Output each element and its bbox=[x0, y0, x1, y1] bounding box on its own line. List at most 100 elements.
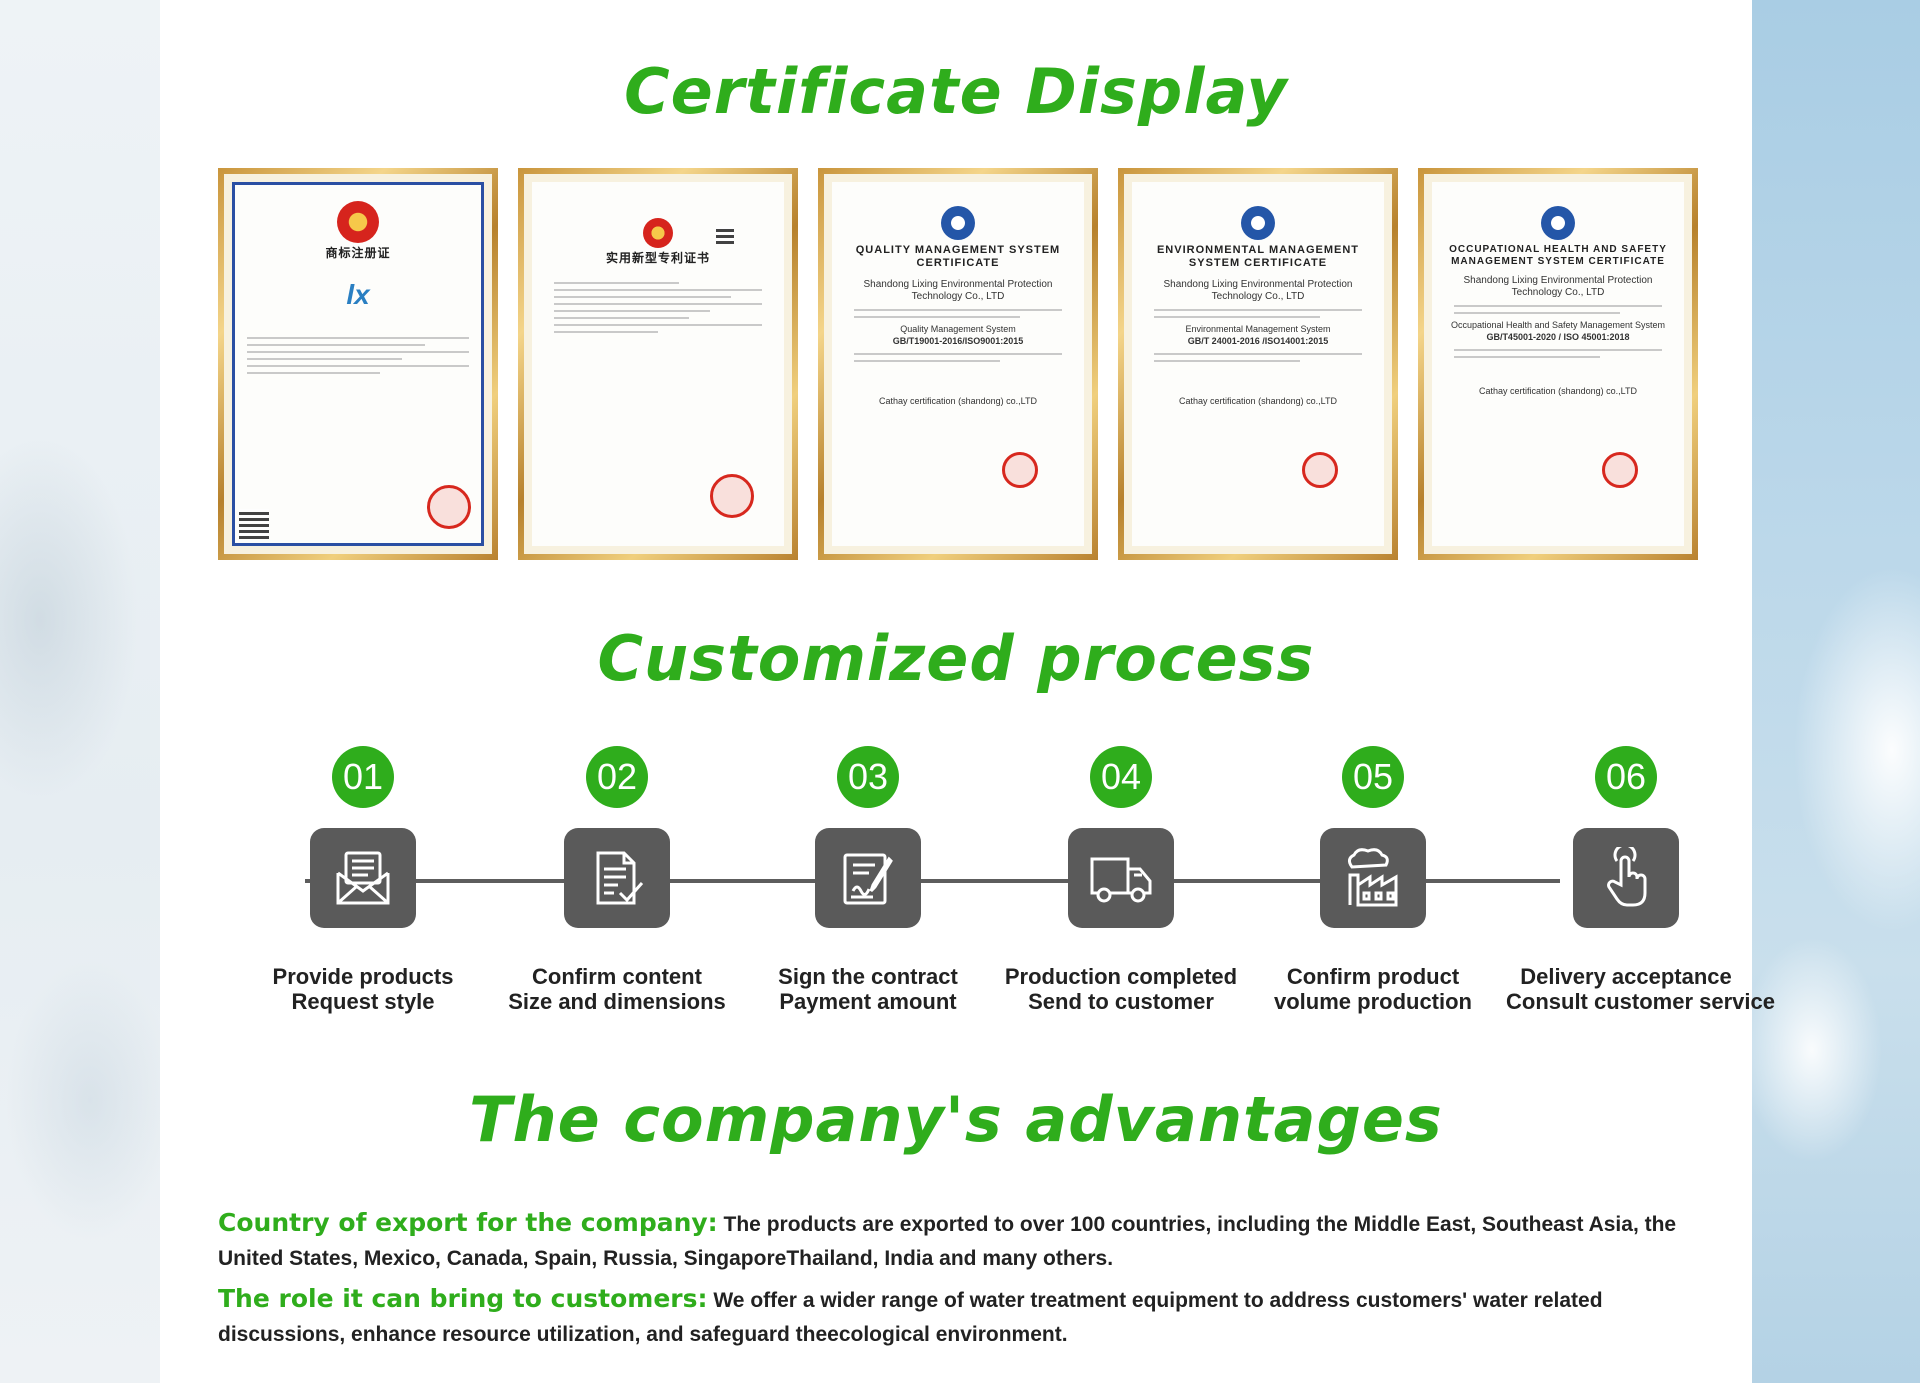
step-number: 03 bbox=[837, 746, 899, 808]
certificate-mat: ENVIRONMENTAL MANAGEMENT SYSTEM CERTIFIC… bbox=[1124, 174, 1392, 554]
certificate-text-lines bbox=[854, 309, 1062, 319]
right-background bbox=[1752, 0, 1920, 1383]
certificate-title: 商标注册证 bbox=[325, 246, 391, 260]
content-panel: Certificate Display 商标注册证 lx bbox=[160, 0, 1775, 1383]
certificate-gallery: 商标注册证 lx 实用新型专利证书 bbox=[218, 168, 1698, 560]
certificate-issuer: Cathay certification (shandong) co.,LTD bbox=[879, 395, 1037, 406]
company-logo: lx bbox=[346, 278, 370, 310]
certificate-trademark[interactable]: 商标注册证 lx bbox=[218, 168, 498, 560]
certificate-standard: GB/T19001-2016/ISO9001:2015 bbox=[892, 336, 1024, 347]
step-label: Provide products Request style bbox=[243, 964, 483, 1014]
step-label-line1: Provide products bbox=[272, 964, 454, 989]
certificate-text-lines bbox=[1154, 309, 1362, 319]
step-number: 01 bbox=[332, 746, 394, 808]
left-background bbox=[0, 0, 160, 1383]
advantage-key: Country of export for the company: bbox=[218, 1208, 718, 1237]
step-label: Sign the contract Payment amount bbox=[748, 964, 988, 1014]
certificate-paper: ENVIRONMENTAL MANAGEMENT SYSTEM CERTIFIC… bbox=[1132, 182, 1384, 546]
process-step-6: 06 Delivery acceptance Consult customer … bbox=[1506, 746, 1775, 1014]
delivery-truck-icon bbox=[1068, 828, 1174, 928]
process-step-1: 01 Provide products Request style bbox=[243, 746, 483, 1014]
step-label: Production completed Send to customer bbox=[1001, 964, 1241, 1014]
step-label-line1: Confirm content bbox=[532, 964, 702, 989]
certificate-text-lines bbox=[1454, 305, 1662, 314]
official-seal-icon bbox=[1302, 452, 1338, 488]
certificate-paper: 实用新型专利证书 bbox=[532, 182, 784, 546]
contract-sign-icon bbox=[815, 828, 921, 928]
certificate-paper: QUALITY MANAGEMENT SYSTEM CERTIFICATE Sh… bbox=[832, 182, 1084, 546]
step-label-line1: Delivery acceptance bbox=[1520, 964, 1732, 989]
advantage-export: Country of export for the company: The p… bbox=[218, 1206, 1698, 1276]
hand-touch-icon bbox=[1573, 828, 1679, 928]
certificate-mat: QUALITY MANAGEMENT SYSTEM CERTIFICATE Sh… bbox=[824, 174, 1092, 554]
factory-icon bbox=[1320, 828, 1426, 928]
certificate-mat: 实用新型专利证书 bbox=[524, 174, 792, 554]
certificate-standard: GB/T45001-2020 / ISO 45001:2018 bbox=[1486, 331, 1630, 342]
certificate-title: OCCUPATIONAL HEALTH AND SAFETY MANAGEMEN… bbox=[1449, 244, 1667, 267]
certificate-heading: Certificate Display bbox=[624, 55, 1288, 128]
advantage-key: The role it can bring to customers: bbox=[218, 1284, 708, 1313]
advantage-text: The products are exported to over 100 co… bbox=[218, 1213, 1677, 1270]
certificate-paper: 商标注册证 lx bbox=[232, 182, 484, 546]
process-connector-line bbox=[305, 879, 1560, 883]
official-seal-icon bbox=[427, 485, 471, 529]
certificate-company: Shandong Lixing Environmental Protection… bbox=[1163, 279, 1353, 303]
certificate-text-lines bbox=[854, 352, 1062, 362]
qr-code-icon bbox=[716, 226, 734, 244]
certification-mark-icon bbox=[941, 206, 975, 240]
official-seal-icon bbox=[710, 474, 754, 518]
step-label: Confirm content Size and dimensions bbox=[497, 964, 737, 1014]
certificate-system: Occupational Health and Safety Managemen… bbox=[1450, 320, 1666, 330]
certification-mark-icon bbox=[1241, 206, 1275, 240]
step-label-line2: Consult customer service bbox=[1506, 989, 1775, 1014]
certificate-title: 实用新型专利证书 bbox=[605, 251, 710, 265]
document-check-icon bbox=[564, 828, 670, 928]
advantage-text: We offer a wider range of water treatmen… bbox=[218, 1289, 1603, 1346]
certificate-system: Quality Management System bbox=[900, 324, 1016, 335]
step-label: Confirm product volume production bbox=[1253, 964, 1493, 1014]
certificate-title: ENVIRONMENTAL MANAGEMENT SYSTEM CERTIFIC… bbox=[1156, 244, 1360, 269]
certificate-text-lines bbox=[1454, 348, 1662, 358]
certificate-company: Shandong Lixing Environmental Protection… bbox=[1463, 275, 1653, 298]
certificate-issuer: Cathay certification (shandong) co.,LTD bbox=[1179, 395, 1337, 406]
certificate-quality[interactable]: QUALITY MANAGEMENT SYSTEM CERTIFICATE Sh… bbox=[818, 168, 1098, 560]
step-label-line2: Request style bbox=[291, 989, 435, 1014]
process-step-3: 03 Sign the contract Payment amount bbox=[748, 746, 988, 1014]
advantage-role: The role it can bring to customers: We o… bbox=[218, 1282, 1698, 1352]
patent-office-logo-icon bbox=[643, 218, 673, 248]
envelope-document-icon bbox=[310, 828, 416, 928]
process-step-2: 02 Confirm content Size and dimensions bbox=[497, 746, 737, 1014]
certificate-standard: GB/T 24001-2016 /ISO14001:2015 bbox=[1187, 336, 1329, 347]
certificate-system: Environmental Management System bbox=[1185, 324, 1331, 335]
certificate-environmental[interactable]: ENVIRONMENTAL MANAGEMENT SYSTEM CERTIFIC… bbox=[1118, 168, 1398, 560]
step-label-line2: Size and dimensions bbox=[508, 989, 726, 1014]
step-label-line2: Send to customer bbox=[1028, 989, 1214, 1014]
certificate-issuer: Cathay certification (shandong) co.,LTD bbox=[1479, 385, 1637, 396]
step-number: 02 bbox=[586, 746, 648, 808]
certificate-mat: 商标注册证 lx bbox=[224, 174, 492, 554]
official-seal-icon bbox=[1602, 452, 1638, 488]
certificate-patent[interactable]: 实用新型专利证书 bbox=[518, 168, 798, 560]
step-number: 04 bbox=[1090, 746, 1152, 808]
qr-code-icon bbox=[239, 509, 269, 539]
certificate-text-lines bbox=[1154, 352, 1362, 362]
step-label-line2: volume production bbox=[1274, 989, 1472, 1014]
process-heading: Customized process bbox=[597, 622, 1315, 695]
certificate-occupational[interactable]: OCCUPATIONAL HEALTH AND SAFETY MANAGEMEN… bbox=[1418, 168, 1698, 560]
step-label-line2: Payment amount bbox=[779, 989, 957, 1014]
certificate-title: QUALITY MANAGEMENT SYSTEM CERTIFICATE bbox=[855, 244, 1061, 269]
certificate-company: Shandong Lixing Environmental Protection… bbox=[863, 279, 1053, 303]
advantages-heading: The company's advantages bbox=[469, 1083, 1443, 1156]
certificate-mat: OCCUPATIONAL HEALTH AND SAFETY MANAGEMEN… bbox=[1424, 174, 1692, 554]
certification-mark-icon bbox=[1541, 206, 1575, 240]
national-emblem-icon bbox=[337, 201, 379, 243]
step-label: Delivery acceptance Consult customer ser… bbox=[1506, 964, 1775, 1014]
step-number: 05 bbox=[1342, 746, 1404, 808]
step-label-line1: Production completed bbox=[1004, 964, 1238, 989]
official-seal-icon bbox=[1002, 452, 1038, 488]
process-step-5: 05 Confirm product volume production bbox=[1253, 746, 1493, 1014]
step-label-line1: Sign the contract bbox=[778, 964, 958, 989]
step-number: 06 bbox=[1595, 746, 1657, 808]
step-label-line1: Confirm product bbox=[1286, 964, 1460, 989]
certificate-paper: OCCUPATIONAL HEALTH AND SAFETY MANAGEMEN… bbox=[1432, 182, 1684, 546]
